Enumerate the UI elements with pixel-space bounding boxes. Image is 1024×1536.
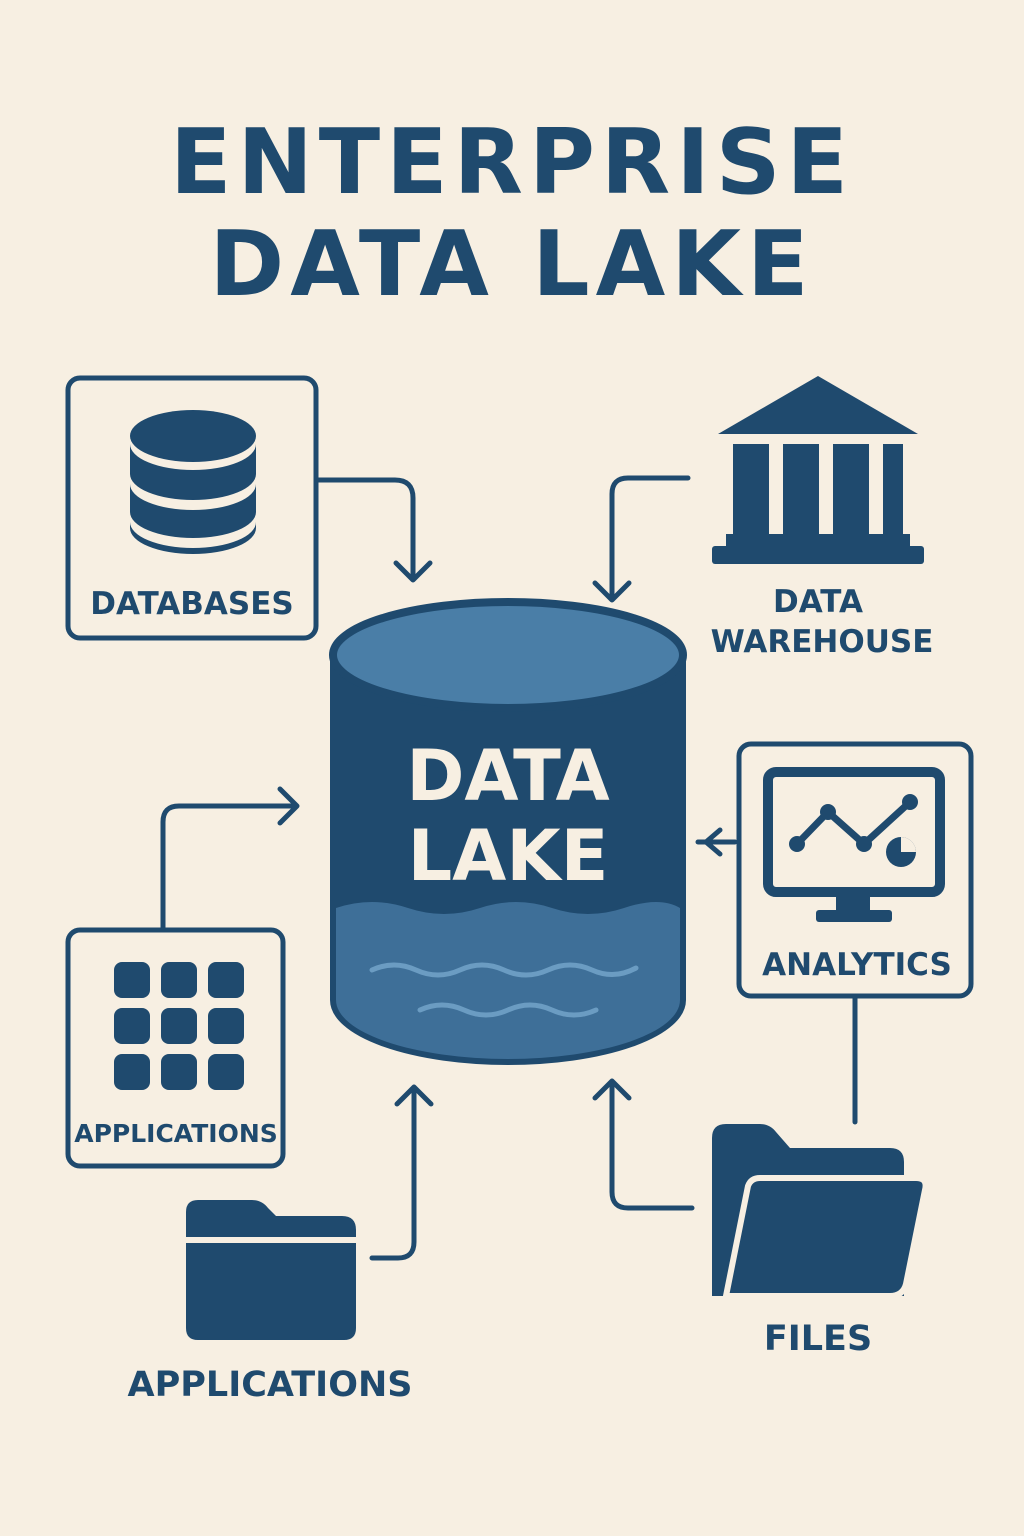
arrowhead-files — [592, 1078, 632, 1101]
analytics-box — [736, 741, 974, 999]
folder-icon — [186, 1200, 356, 1340]
arrowhead-analytics — [703, 827, 723, 857]
connector-warehouse — [609, 475, 691, 601]
analytics-node: ANALYTICS — [736, 741, 974, 999]
applications-folder-label: APPLICATIONS — [128, 1365, 413, 1405]
connector-files — [609, 1079, 695, 1211]
page-title: ENTERPRISE DATA LAKE — [0, 112, 1024, 316]
connector-applications-folder — [369, 1085, 417, 1261]
files-node: FILES — [712, 1124, 929, 1359]
arrowhead-warehouse — [592, 580, 632, 603]
wave-lines — [369, 962, 639, 1018]
connector-applications-grid — [160, 803, 298, 931]
lake-label-line-1: DATA — [406, 735, 609, 817]
applications-grid-label: APPLICATIONS — [74, 1119, 278, 1148]
databases-label: DATABASES — [90, 586, 294, 622]
lake-label-line-2: LAKE — [408, 815, 609, 897]
title-line-2: DATA LAKE — [209, 212, 815, 317]
arrowhead-applications-folder — [394, 1084, 434, 1107]
arrowhead-databases — [393, 560, 433, 583]
applications-folder-node: APPLICATIONS — [128, 1200, 413, 1405]
lake-top — [329, 598, 687, 712]
warehouse-label-line-1: DATA — [773, 584, 863, 620]
monitor-chart-icon — [763, 767, 945, 922]
title-line-1: ENTERPRISE — [169, 110, 855, 215]
data-lake-cylinder: DATA LAKE — [329, 598, 687, 1065]
warehouse-label-line-2: WAREHOUSE — [711, 624, 934, 660]
analytics-label: ANALYTICS — [762, 947, 952, 983]
arrowhead-applications-grid — [277, 786, 300, 826]
applications-grid-node: APPLICATIONS — [65, 927, 286, 1169]
connectors — [160, 475, 858, 1261]
files-label: FILES — [764, 1319, 872, 1359]
warehouse-node: DATA WAREHOUSE — [711, 376, 934, 660]
database-icon — [130, 410, 256, 554]
connector-databases — [315, 477, 416, 581]
app-grid-icon — [114, 962, 244, 1090]
applications-grid-box — [65, 927, 286, 1169]
open-folder-icon — [712, 1124, 929, 1299]
lake-water — [336, 902, 680, 1059]
databases-node: DATABASES — [65, 375, 319, 641]
databases-box — [65, 375, 319, 641]
bank-building-icon — [712, 376, 924, 564]
